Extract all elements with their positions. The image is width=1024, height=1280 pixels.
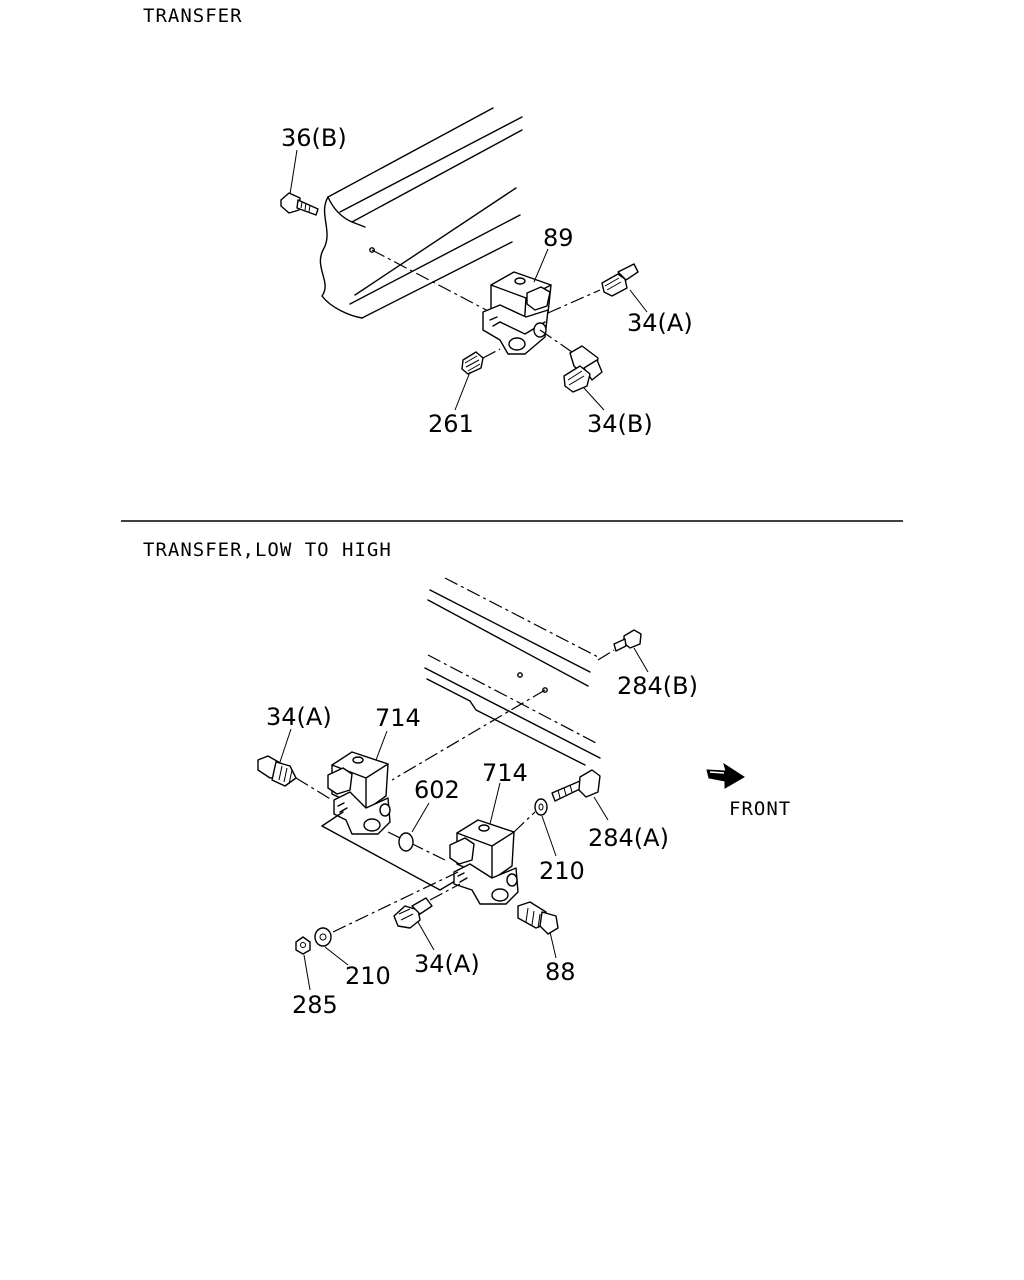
front-arrow-icon [706,762,745,789]
callout-714-right: 714 [482,759,528,787]
section-title-transfer-low-to-high: TRANSFER,LOW TO HIGH [143,539,392,561]
fitting-34a-lower [393,883,461,929]
fitting-261 [461,348,501,375]
callout-88: 88 [545,958,576,986]
front-direction-label: FRONT [729,798,791,820]
callout-284a: 284(A) [588,824,669,852]
o-ring-602 [398,832,414,852]
callout-714-left: 714 [375,704,421,732]
callout-34a-lower: 34(A) [414,950,480,978]
callout-34a: 34(A) [627,309,693,337]
callout-89: 89 [543,224,574,252]
bolt-36b [280,192,319,216]
fitting-88 [517,901,559,935]
leader-lines-section-2 [279,647,649,991]
callout-210-upper: 210 [539,857,585,885]
callout-210-lower: 210 [345,962,391,990]
callout-36b: 36(B) [281,124,347,152]
washer-210-upper [534,798,548,816]
bolt-284a [551,769,601,802]
solenoid-valve-714-left [327,751,391,835]
fitting-34a-left [257,755,333,801]
frame-rail-lower [424,577,601,766]
callout-34b: 34(B) [587,410,653,438]
solenoid-valve-714-right [449,819,519,905]
fitting-34a-upper [547,263,639,314]
callout-285: 285 [292,991,338,1019]
callout-261: 261 [428,410,474,438]
callout-34a-left: 34(A) [266,703,332,731]
callout-284b: 284(B) [617,672,698,700]
nut-285 [295,936,311,955]
leader-lines-section-1 [289,149,648,411]
frame-rail-upper [319,107,523,319]
section-title-transfer: TRANSFER [143,5,243,27]
bolt-284b [597,629,642,661]
fitting-34b-elbow [539,329,603,393]
callout-602: 602 [414,776,460,804]
solenoid-valve-89 [482,271,552,355]
washer-210-lower [314,927,332,947]
